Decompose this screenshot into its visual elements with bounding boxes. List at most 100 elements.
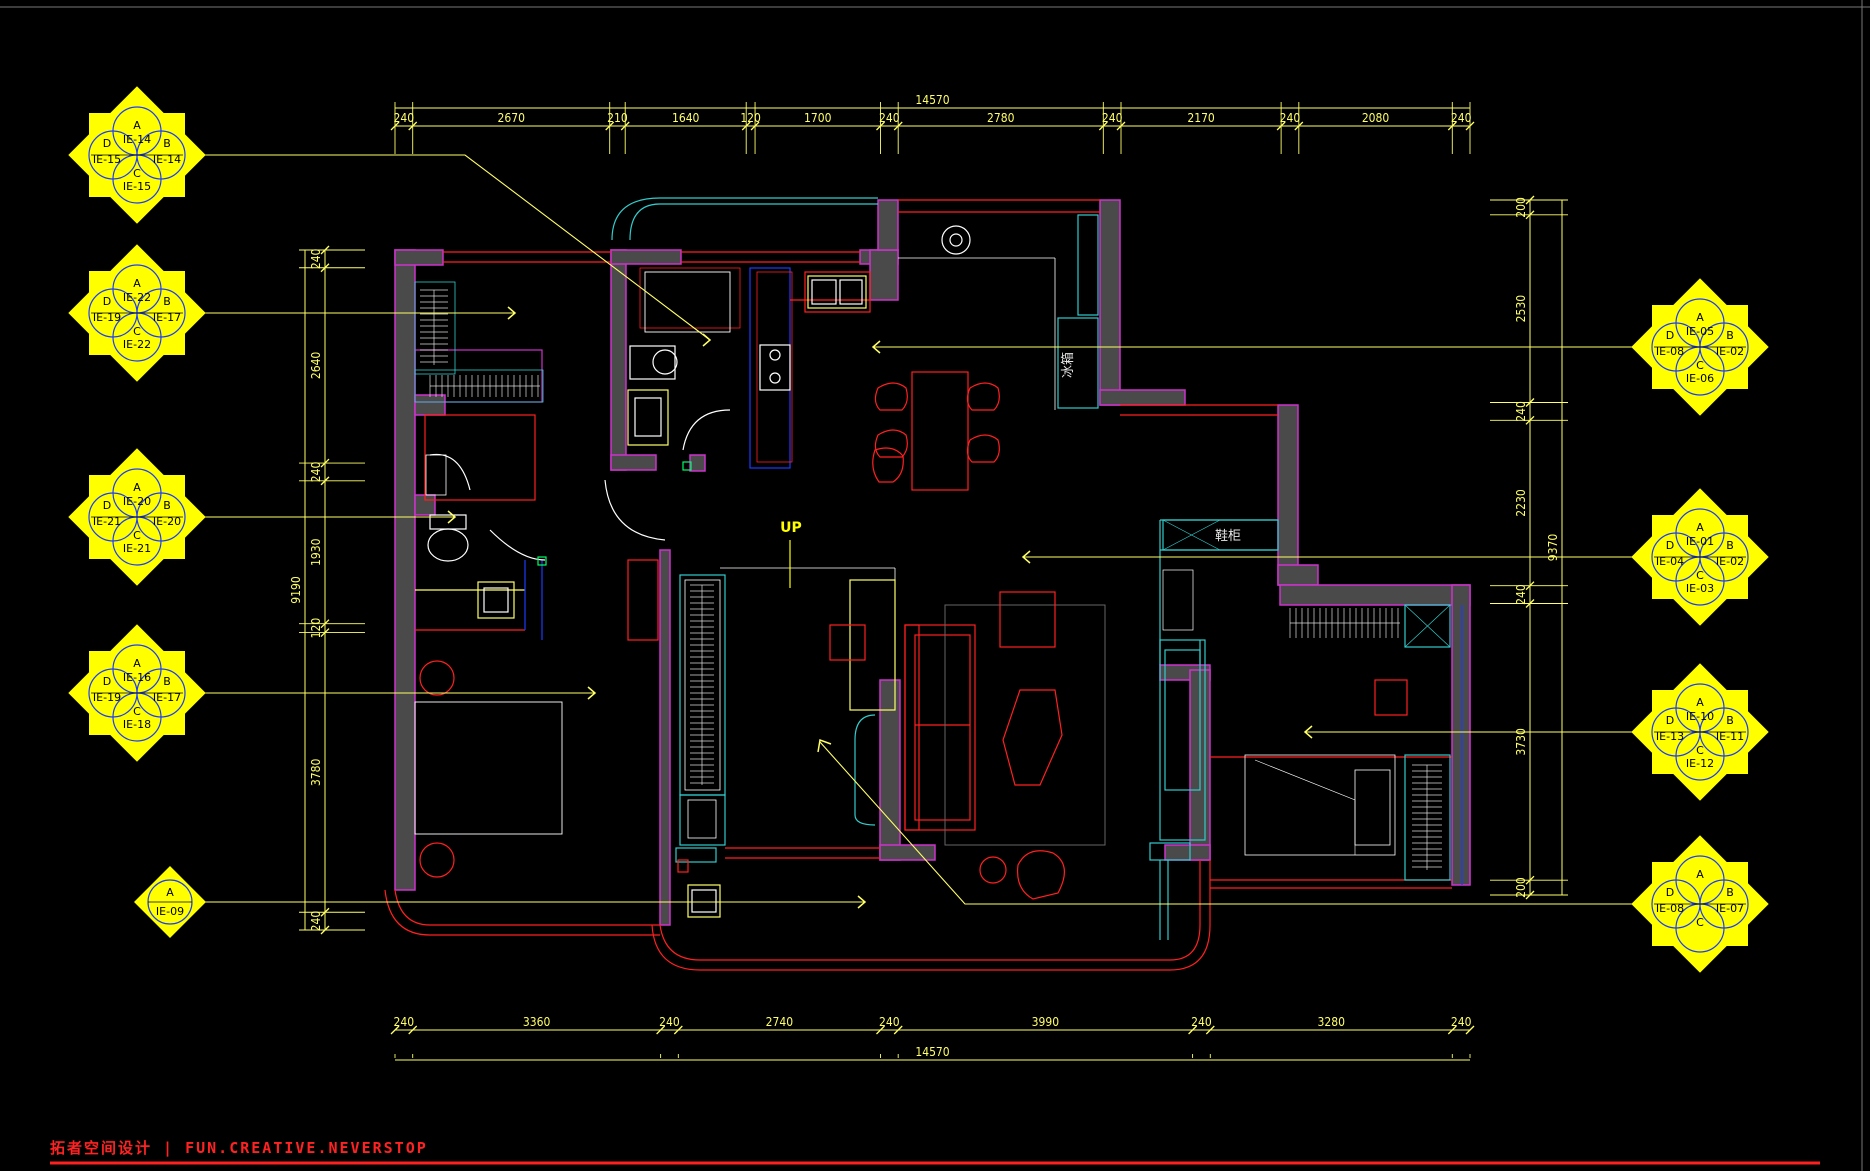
left-dim-value: 240 (309, 462, 323, 483)
right-dim-tick (1525, 875, 1535, 885)
bottom-dim-total: 14570 (915, 1045, 949, 1059)
symbol-code-a: IE-09 (156, 905, 184, 918)
symbol-letter-c: C (1696, 916, 1704, 929)
symbol-code-b: IE-14 (153, 153, 181, 166)
bottom-dim-value: 240 (394, 1015, 415, 1029)
symbol-code-a: IE-20 (123, 495, 151, 508)
bottom-dim-value: 240 (1451, 1015, 1472, 1029)
symbol-code-a: IE-10 (1686, 710, 1714, 723)
fixtures (414, 214, 1451, 918)
symbol-code-c: IE-21 (123, 542, 151, 555)
symbol-code-b: IE-02 (1716, 555, 1744, 568)
top-dim-tick (893, 121, 903, 131)
top-dim-tick (620, 121, 630, 131)
symbol-letter-b: B (1726, 329, 1734, 342)
top-dim-value: 2080 (1362, 111, 1390, 125)
symbol-letter-d: D (103, 675, 111, 688)
bottom-dim-tick (1205, 1025, 1215, 1035)
symbol-letter-a: A (166, 886, 174, 899)
left-dim-tick (320, 476, 330, 486)
footer-brand: 拓者空间设计 | FUN.CREATIVE.NEVERSTOP (50, 1139, 428, 1158)
left-dim-value: 240 (309, 911, 323, 932)
top-dim-tick (876, 121, 885, 131)
symbol-code-a: IE-05 (1686, 325, 1714, 338)
arrowhead (1021, 550, 1031, 564)
symbol-code-b: IE-20 (153, 515, 181, 528)
left-dim-tick (320, 245, 330, 255)
top-dim-tick (1116, 121, 1126, 131)
top-dim-tick (408, 121, 418, 131)
bottom-dim-value: 3280 (1318, 1015, 1346, 1029)
symbol-code-c: IE-15 (123, 180, 151, 193)
symbol-letter-a: A (1696, 311, 1704, 324)
top-dim-tick (605, 121, 615, 131)
fridge-label: 冰箱 (1060, 352, 1076, 378)
walls (394, 199, 1471, 926)
symbol-letter-c: C (1696, 359, 1704, 372)
symbol-letter-b: B (1726, 714, 1734, 727)
top-dim-tick (1294, 121, 1304, 131)
symbol-letter-c: C (133, 529, 141, 542)
arrowhead (587, 686, 597, 700)
symbol-letter-a: A (133, 277, 141, 290)
symbol-code-d: IE-21 (93, 515, 121, 528)
bottom-dim-value: 3990 (1032, 1015, 1060, 1029)
arrowhead (817, 738, 832, 753)
right-dim-tick (1525, 210, 1535, 220)
left-dim-tick (320, 925, 330, 935)
left-dim-tick (320, 907, 330, 917)
left-dim-tick (320, 263, 330, 273)
symbol-code-d: IE-04 (1656, 555, 1684, 568)
top-dim-tick (1447, 121, 1457, 131)
symbol-letter-a: A (1696, 521, 1704, 534)
right-dim-tick (1525, 195, 1535, 205)
symbol-letter-a: A (133, 657, 141, 670)
right-dim-value: 200 (1514, 197, 1528, 218)
top-dim-value: 240 (1451, 111, 1472, 125)
top-dim-tick (750, 121, 760, 131)
right-dim-tick (1525, 890, 1535, 900)
left-dim-total: 9190 (289, 576, 303, 604)
top-dim-value: 240 (1280, 111, 1301, 125)
right-dim-value: 240 (1514, 584, 1528, 605)
bottom-dim-tick (390, 1025, 400, 1035)
left-dim-tick (320, 628, 330, 638)
symbol-letter-a: A (133, 481, 141, 494)
symbol-letter-d: D (1666, 714, 1674, 727)
arrowhead (447, 510, 457, 524)
symbol-code-b: IE-17 (153, 691, 181, 704)
right-dim-total: 9370 (1546, 534, 1560, 562)
arrowhead (702, 333, 712, 347)
right-dim-value: 240 (1514, 401, 1528, 422)
right-dim-value: 2230 (1514, 489, 1528, 517)
symbol-letter-a: A (133, 119, 141, 132)
symbol-letter-b: B (1726, 886, 1734, 899)
symbol-letter-d: D (103, 295, 111, 308)
symbol-code-d: IE-15 (93, 153, 121, 166)
right-dim-tick (1525, 599, 1535, 608)
arrowhead (857, 895, 867, 909)
right-dim-tick (1525, 415, 1535, 425)
symbol-code-a: IE-01 (1686, 535, 1714, 548)
symbol-letter-c: C (133, 325, 141, 338)
symbol-code-d: IE-08 (1656, 345, 1684, 358)
bottom-dim-tick (1188, 1025, 1198, 1035)
top-dim-value: 2170 (1187, 111, 1215, 125)
top-dim-tick (1465, 121, 1475, 131)
left-dim-tick (320, 458, 330, 468)
symbol-letter-a: A (1696, 868, 1704, 881)
bottom-dim-tick (656, 1025, 666, 1035)
arrowhead (871, 340, 881, 354)
arrowhead (1303, 725, 1313, 739)
top-dim-value: 2670 (497, 111, 525, 125)
top-dim-value: 2780 (987, 111, 1015, 125)
symbol-letter-d: D (103, 137, 111, 150)
